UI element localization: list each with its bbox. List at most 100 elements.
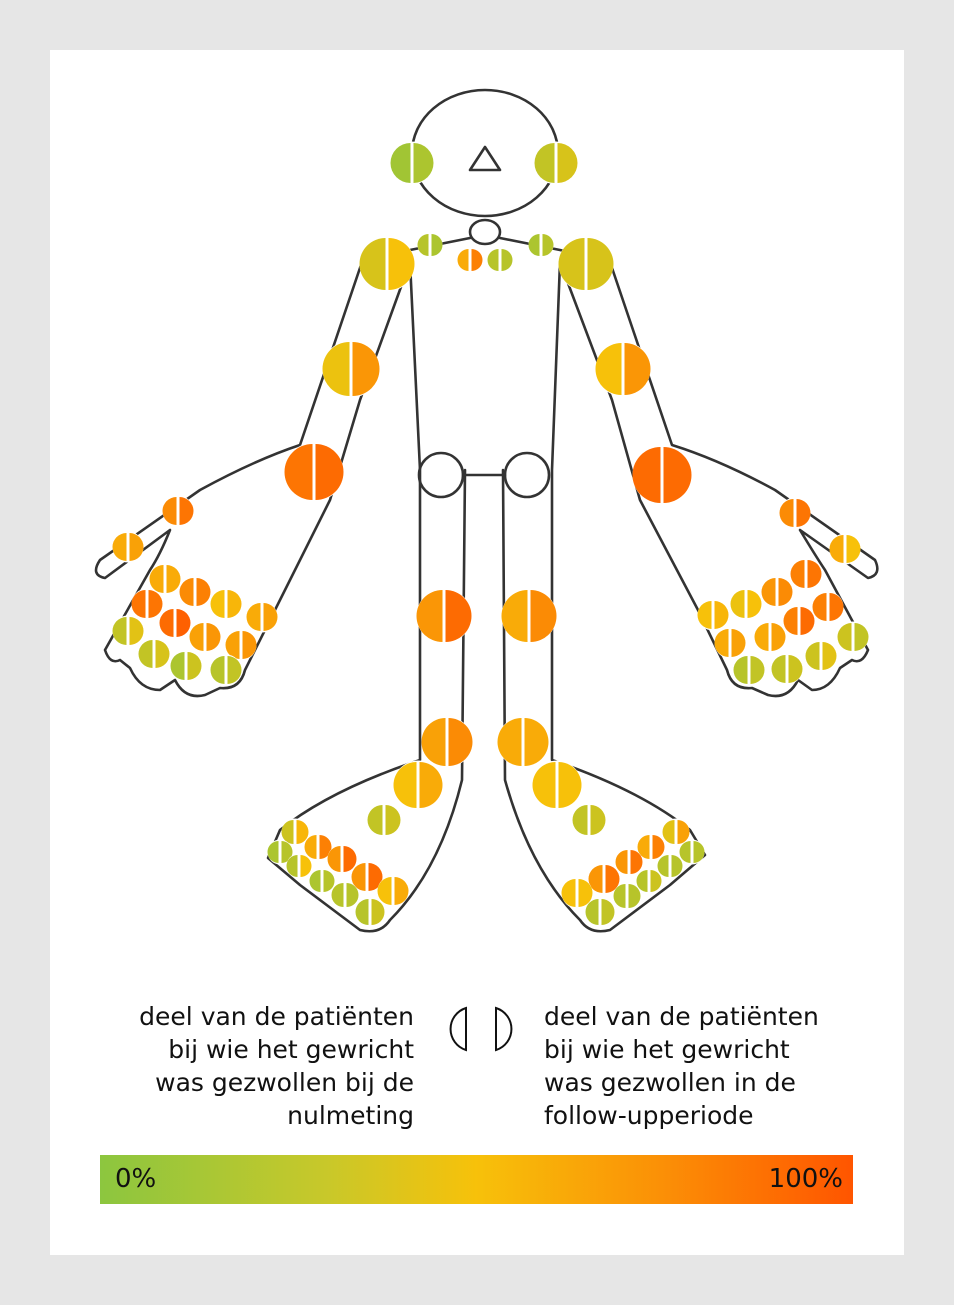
joint-followup-half: [315, 444, 344, 500]
joint-baseline-half: [558, 238, 585, 290]
joint-marker: [837, 621, 869, 653]
joint-baseline-half: [377, 877, 392, 905]
joint-baseline-half: [267, 841, 279, 863]
joint-followup-half: [388, 238, 415, 290]
joint-followup-half: [385, 805, 401, 835]
legend-line: was gezwollen bij de: [155, 1068, 414, 1097]
joint-baseline-half: [131, 590, 146, 618]
joint-marker: [714, 627, 746, 659]
joint-marker: [138, 638, 170, 670]
joint-followup-half: [227, 590, 242, 618]
legend-line: deel van de patiënten: [139, 1002, 414, 1031]
joint-marker: [487, 247, 513, 273]
joint-followup-half: [677, 820, 690, 844]
body-outline: [94, 88, 879, 933]
joint-followup-half: [129, 533, 144, 561]
legend-baseline-text: deel van de patiënten bij wie het gewric…: [139, 1000, 414, 1132]
joint-marker: [112, 615, 144, 647]
joint-marker: [417, 232, 443, 258]
joint-marker: [170, 650, 202, 682]
joint-followup-half: [557, 143, 578, 183]
joint-marker: [697, 599, 729, 631]
joint-baseline-half: [783, 607, 798, 635]
joint-followup-half: [822, 642, 837, 670]
joint-marker: [585, 897, 615, 927]
joint-followup-half: [448, 718, 473, 766]
joint-followup-half: [227, 656, 242, 684]
joint-marker: [179, 576, 211, 608]
joint-marker: [632, 445, 692, 505]
joint-baseline-half: [657, 855, 669, 877]
joint-followup-half: [176, 609, 191, 637]
joint-followup-half: [346, 883, 359, 907]
joint-followup-half: [501, 249, 513, 271]
joint-followup-half: [796, 499, 811, 527]
joint-followup-half: [206, 623, 221, 651]
joint-baseline-half: [179, 578, 194, 606]
joint-followup-half: [731, 629, 746, 657]
joint-followup-half: [419, 762, 443, 808]
joint-followup-half: [587, 238, 614, 290]
joint-baseline-half: [561, 879, 576, 908]
joint-baseline-half: [615, 850, 628, 874]
joint-baseline-half: [632, 447, 661, 503]
joint-followup-half: [413, 143, 434, 183]
scale-min-label: 0%: [115, 1164, 157, 1194]
joint-followup-half: [471, 249, 483, 271]
joint-followup-half: [747, 590, 762, 618]
joint-marker: [359, 236, 415, 292]
joint-followup-half: [155, 640, 170, 668]
joint-marker: [225, 629, 257, 661]
joint-followup-half: [800, 607, 815, 635]
joint-followup-half: [829, 593, 844, 621]
joint-baseline-half: [662, 820, 675, 844]
joint-marker: [613, 882, 641, 910]
joint-baseline-half: [170, 652, 185, 680]
joint-marker: [355, 897, 385, 927]
joint-followup-half: [788, 655, 803, 683]
joint-followup-half: [187, 652, 202, 680]
joint-marker: [733, 654, 765, 686]
head-outline: [410, 88, 560, 218]
joint-baseline-half: [359, 238, 386, 290]
joint-followup-half: [807, 560, 822, 588]
joint-marker: [210, 588, 242, 620]
joint-baseline-half: [771, 655, 786, 683]
joint-followup-half: [431, 234, 443, 256]
joint-baseline-half: [636, 870, 648, 892]
joint-followup-half: [542, 234, 554, 256]
joint-baseline-half: [162, 497, 177, 525]
joint-marker: [812, 591, 844, 623]
joint-followup-half: [263, 603, 278, 631]
joint-marker: [131, 588, 163, 620]
joint-marker: [779, 497, 811, 529]
left-half-icon: [449, 1006, 467, 1052]
joint-marker: [351, 861, 383, 893]
right-half-icon: [495, 1006, 513, 1052]
legend-line: deel van de patiënten: [544, 1002, 819, 1031]
hip-outline-left: [417, 451, 465, 499]
joint-marker: [532, 760, 582, 810]
joint-marker: [771, 653, 803, 685]
joint-marker: [558, 236, 614, 292]
joint-followup-half: [771, 623, 786, 651]
joint-marker: [281, 818, 309, 846]
joint-baseline-half: [159, 609, 174, 637]
joint-baseline-half: [497, 718, 522, 766]
joint-followup-half: [530, 590, 557, 642]
joint-baseline-half: [754, 623, 769, 651]
joint-marker: [162, 495, 194, 527]
joint-marker: [327, 844, 357, 874]
legend-line: nulmeting: [287, 1101, 414, 1130]
scale-max-label: 100%: [768, 1164, 843, 1194]
joint-marker: [662, 818, 690, 846]
joint-followup-half: [601, 899, 615, 925]
joint-followup-half: [650, 870, 662, 892]
joint-baseline-half: [572, 805, 588, 835]
joint-baseline-half: [487, 249, 499, 271]
joint-followup-half: [750, 656, 765, 684]
joint-baseline-half: [225, 631, 240, 659]
joint-marker: [210, 654, 242, 686]
joint-baseline-half: [805, 642, 820, 670]
joint-followup-half: [671, 855, 683, 877]
